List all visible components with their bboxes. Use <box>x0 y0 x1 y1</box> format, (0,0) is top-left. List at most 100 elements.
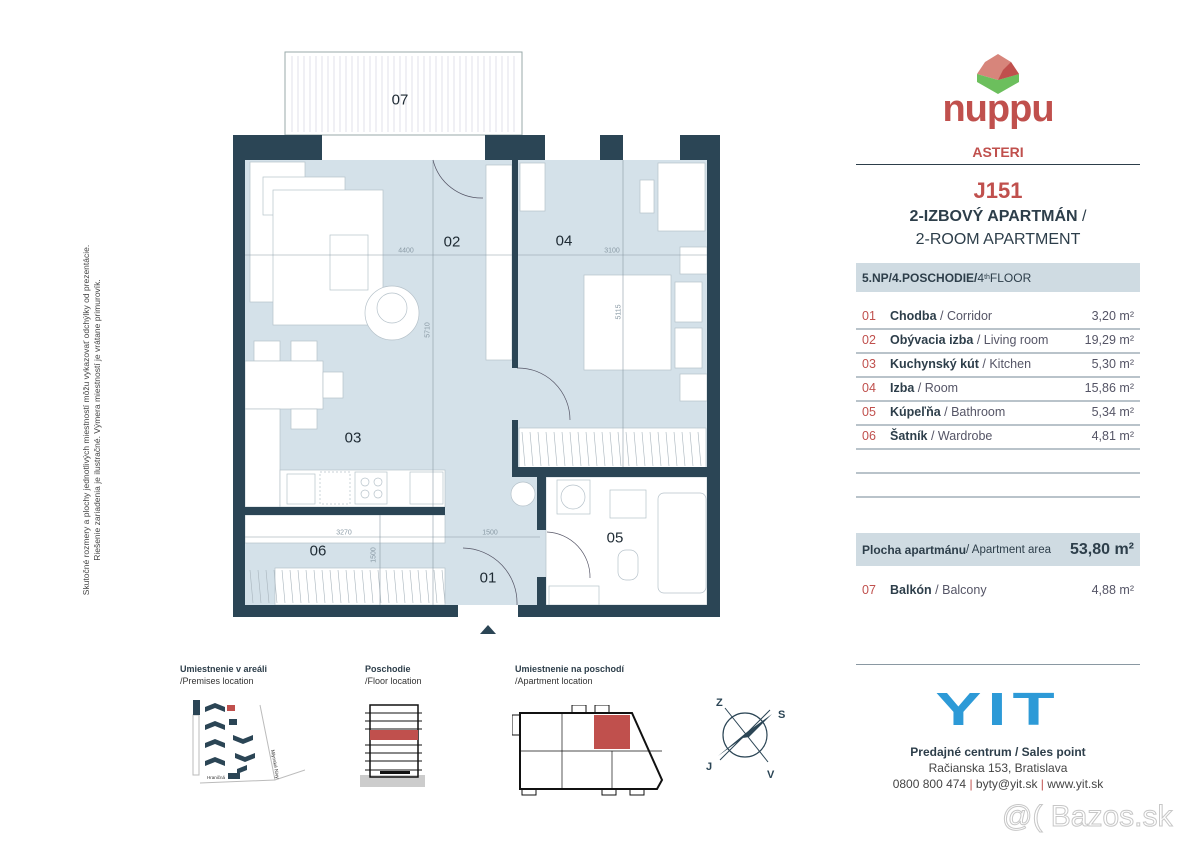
premises-location-title: Umiestnenie v areáli/Premises location <box>180 663 267 687</box>
row-name-en: / Kitchen <box>978 357 1032 371</box>
row-name-sk: Kuchynský kút <box>890 357 979 371</box>
row-area: 4,88 m² <box>1091 583 1134 597</box>
doors <box>432 159 591 606</box>
sales-title: Predajné centrum / Sales point <box>910 745 1086 759</box>
unit-type-sk-text: 2-IZBOVÝ APARTMÁN <box>909 208 1078 225</box>
balcony-row: 07 Balkón / Balcony 4,88 m² <box>856 578 1140 602</box>
floor-en: FLOOR <box>989 270 1032 285</box>
yit-logo: YIT <box>935 683 1061 735</box>
floor-location-title: Poschodie/Floor location <box>365 663 422 687</box>
premises-map: Mlynské Nivy Hraničná <box>192 700 305 784</box>
row-name-en: / Room <box>914 381 959 395</box>
room-label: 05 <box>606 529 624 547</box>
dimension-label: 5710 <box>424 322 432 338</box>
table-row: 06 Šatník / Wardrobe 4,81 m² <box>856 424 1140 450</box>
disclaimer: Skutočné rozmery a plochy jednotlivých m… <box>81 210 103 630</box>
row-name-en: / Balcony <box>931 583 987 597</box>
row-num: 04 <box>862 381 876 395</box>
room-label: 01 <box>479 569 497 587</box>
row-num: 01 <box>862 309 876 323</box>
total-area-band: Plocha apartmánu / Apartment area 53,80 … <box>856 533 1140 566</box>
walls <box>233 135 720 617</box>
loc-title: Umiestnenie v areáli <box>180 664 268 674</box>
row-name-en: / Corridor <box>936 309 993 323</box>
entrance-arrow <box>480 625 496 634</box>
dimension-lines <box>245 160 707 605</box>
furniture <box>244 161 708 606</box>
total-area-value: 53,80 m² <box>1069 540 1134 558</box>
row-name-sk: Kúpeľňa <box>890 405 941 419</box>
row-area: 19,29 m² <box>1084 333 1134 347</box>
total-label-en: / Apartment area <box>966 543 1052 556</box>
brand-logo: nuppu <box>942 88 1054 130</box>
sales-address: Račianska 153, Bratislava <box>928 761 1068 775</box>
row-name-sk: Izba <box>890 381 915 395</box>
row-name-sk: Obývacia izba <box>890 333 974 347</box>
dimension-label: 4400 <box>398 247 414 255</box>
divider <box>856 164 1140 165</box>
phone[interactable]: 0800 800 474 <box>892 777 967 791</box>
watermark: @( Bazos.sk <box>1002 800 1173 834</box>
table-row: 01 Chodba / Corridor 3,20 m² <box>856 304 1140 330</box>
email-link[interactable]: byty@yit.sk <box>975 777 1038 791</box>
nuppu-logo-icon <box>977 54 1019 94</box>
street-label: Mlynské Nivy <box>269 749 280 780</box>
room-label: 06 <box>309 542 327 560</box>
sales-contact: 0800 800 474 | byty@yit.sk | www.yit.sk <box>892 777 1104 791</box>
room-label: 07 <box>391 91 409 109</box>
divider <box>856 664 1140 665</box>
compass-s: V <box>767 769 775 781</box>
floor-num: 4 <box>977 270 985 285</box>
apartment-location-diagram <box>512 705 664 796</box>
compass-n: Z <box>716 697 723 709</box>
row-num: 07 <box>862 583 876 597</box>
room-label: 03 <box>344 429 362 447</box>
street-label: Hraničná <box>207 775 226 780</box>
compass-e: S <box>778 709 785 721</box>
separator: / <box>1077 208 1087 225</box>
unit-type-sk: 2-IZBOVÝ APARTMÁN / <box>856 208 1140 226</box>
disclaimer-line: Skutočné rozmery a plochy jednotlivých m… <box>81 244 91 596</box>
floor-sup: th <box>984 274 990 281</box>
loc-subtitle: /Floor location <box>365 676 422 686</box>
row-name-sk: Šatník <box>890 429 928 443</box>
disclaimer-line: Riešenie zariadenia je ilustračné. Výmer… <box>92 279 102 561</box>
balcony <box>284 51 523 136</box>
table-row-empty <box>856 472 1140 498</box>
row-area: 4,81 m² <box>1091 429 1134 443</box>
dimension-label: 3270 <box>336 529 352 537</box>
row-name-sk: Balkón <box>890 583 932 597</box>
row-name-sk: Chodba <box>890 309 937 323</box>
room-label: 02 <box>443 233 461 251</box>
table-row-empty <box>856 448 1140 474</box>
row-name-en: / Bathroom <box>940 405 1006 419</box>
unit-type-en: 2-ROOM APARTMENT <box>915 231 1081 248</box>
web-link[interactable]: www.yit.sk <box>1047 777 1104 791</box>
project-name: ASTERI <box>972 144 1024 160</box>
row-name-en: / Living room <box>973 333 1049 347</box>
floor-sk: 5.NP/4.POSCHODIE/ <box>862 270 978 285</box>
total-label-sk: Plocha apartmánu <box>862 542 967 557</box>
row-num: 06 <box>862 429 876 443</box>
row-num: 02 <box>862 333 876 347</box>
dimension-label: 1500 <box>370 547 378 563</box>
row-num: 03 <box>862 357 876 371</box>
unit-code: J151 <box>973 178 1023 203</box>
dimension-label: 1500 <box>482 529 498 537</box>
table-row: 02 Obývacia izba / Living room 19,29 m² <box>856 328 1140 354</box>
dimension-label: 5115 <box>615 304 623 320</box>
row-area: 5,30 m² <box>1091 357 1134 371</box>
row-num: 05 <box>862 405 876 419</box>
apartment-location-title: Umiestnenie na poschodí/Apartment locati… <box>515 663 624 687</box>
loc-subtitle: /Premises location <box>180 676 254 686</box>
loc-title: Poschodie <box>365 664 411 674</box>
row-area: 5,34 m² <box>1091 405 1134 419</box>
dimension-label: 3100 <box>604 247 620 255</box>
table-row: 05 Kúpeľňa / Bathroom 5,34 m² <box>856 400 1140 426</box>
row-name-en: / Wardrobe <box>927 429 993 443</box>
row-area: 3,20 m² <box>1091 309 1134 323</box>
loc-subtitle: /Apartment location <box>515 676 593 686</box>
room-label: 04 <box>555 232 573 250</box>
